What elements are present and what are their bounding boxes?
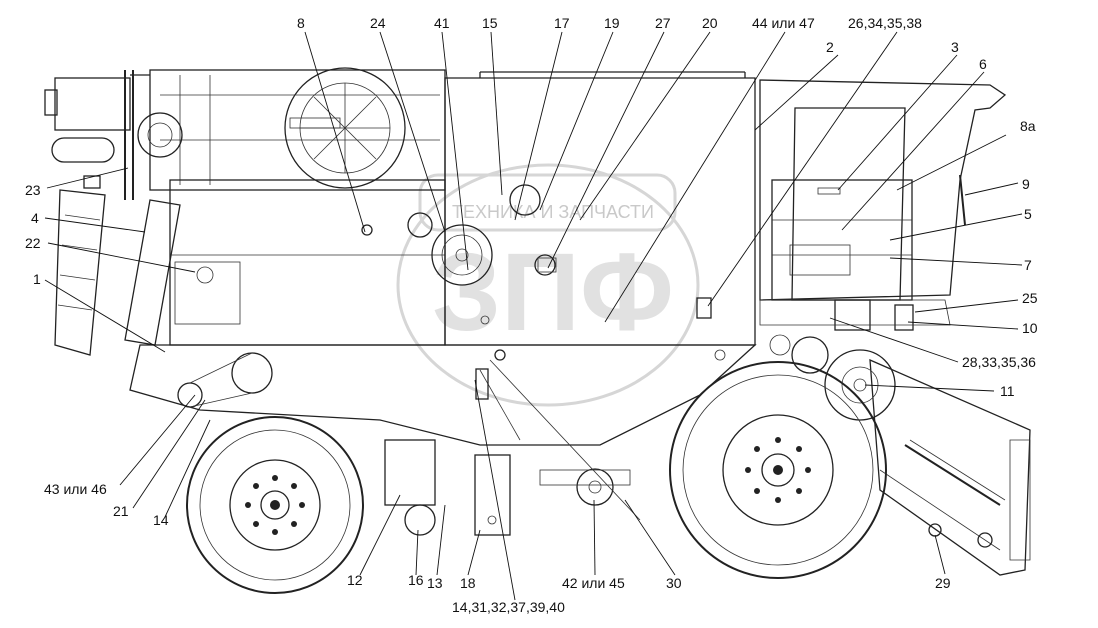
callout-5: 5: [1024, 206, 1032, 222]
callout-26-34-35-38: 26,34,35,38: [848, 15, 922, 31]
operator-cab: [759, 79, 1007, 301]
callout-42-or-45: 42 или 45: [562, 575, 625, 591]
callout-3: 3: [951, 39, 959, 55]
callout-27: 27: [655, 15, 671, 31]
callout-10: 10: [1022, 320, 1038, 336]
callout-29: 29: [935, 575, 951, 591]
leader-lines: [44, 31, 1023, 601]
grain-tank-drain: [384, 439, 436, 506]
callout-19: 19: [604, 15, 620, 31]
access-ladder: [54, 189, 106, 356]
callout-30: 30: [666, 575, 682, 591]
callout-16: 16: [408, 572, 424, 588]
callout-7: 7: [1024, 257, 1032, 273]
callout-20: 20: [702, 15, 718, 31]
machine-body: [44, 67, 1031, 594]
callout-15: 15: [482, 15, 498, 31]
callout-22: 22: [25, 235, 41, 251]
grain-hopper-frame: [149, 69, 446, 191]
callout-labels: 8 24 41 15 17 19 27 20 44 или 47 26,34,3…: [25, 15, 1038, 615]
elevator-lower: [474, 454, 511, 536]
watermark: ТЕХНИКА И ЗАПЧАСТИ ЗПФ: [396, 163, 700, 407]
callout-8a: 8а: [1020, 118, 1036, 134]
rear-wheel: [669, 361, 887, 579]
feeder-pulley: [824, 349, 896, 421]
callout-12: 12: [347, 572, 363, 588]
callout-17: 17: [554, 15, 570, 31]
lower-body: [129, 344, 757, 446]
callout-1: 1: [33, 271, 41, 287]
callout-9: 9: [1022, 176, 1030, 192]
callout-6: 6: [979, 56, 987, 72]
callout-44-or-47: 44 или 47: [752, 15, 815, 31]
callout-21: 21: [113, 503, 129, 519]
callout-23: 23: [25, 182, 41, 198]
beater-pulley: [431, 224, 493, 286]
callout-8: 8: [297, 15, 305, 31]
cab-window: [791, 107, 906, 301]
callout-11: 11: [1000, 383, 1015, 399]
callout-24: 24: [370, 15, 386, 31]
callout-2: 2: [826, 39, 834, 55]
engine-box: [54, 77, 131, 131]
callout-14: 14: [153, 512, 169, 528]
callout-25: 25: [1022, 290, 1038, 306]
callout-13: 13: [427, 575, 443, 591]
exhaust-cylinder: [51, 137, 115, 163]
callout-14-31-32-37-39-40: 14,31,32,37,39,40: [452, 599, 565, 615]
callout-41: 41: [434, 15, 450, 31]
feeder-housing: [869, 358, 1031, 576]
callout-28-33-35-36: 28,33,35,36: [962, 354, 1036, 370]
watermark-sub: ТЕХНИКА И ЗАПЧАСТИ: [452, 202, 654, 222]
auger-pulley: [576, 468, 614, 506]
callout-43-or-46: 43 или 46: [44, 481, 107, 497]
cooling-fan: [284, 67, 406, 189]
callout-4: 4: [31, 210, 39, 226]
front-wheel: [186, 416, 364, 594]
callout-18: 18: [460, 575, 476, 591]
watermark-main: ЗПФ: [432, 231, 674, 354]
